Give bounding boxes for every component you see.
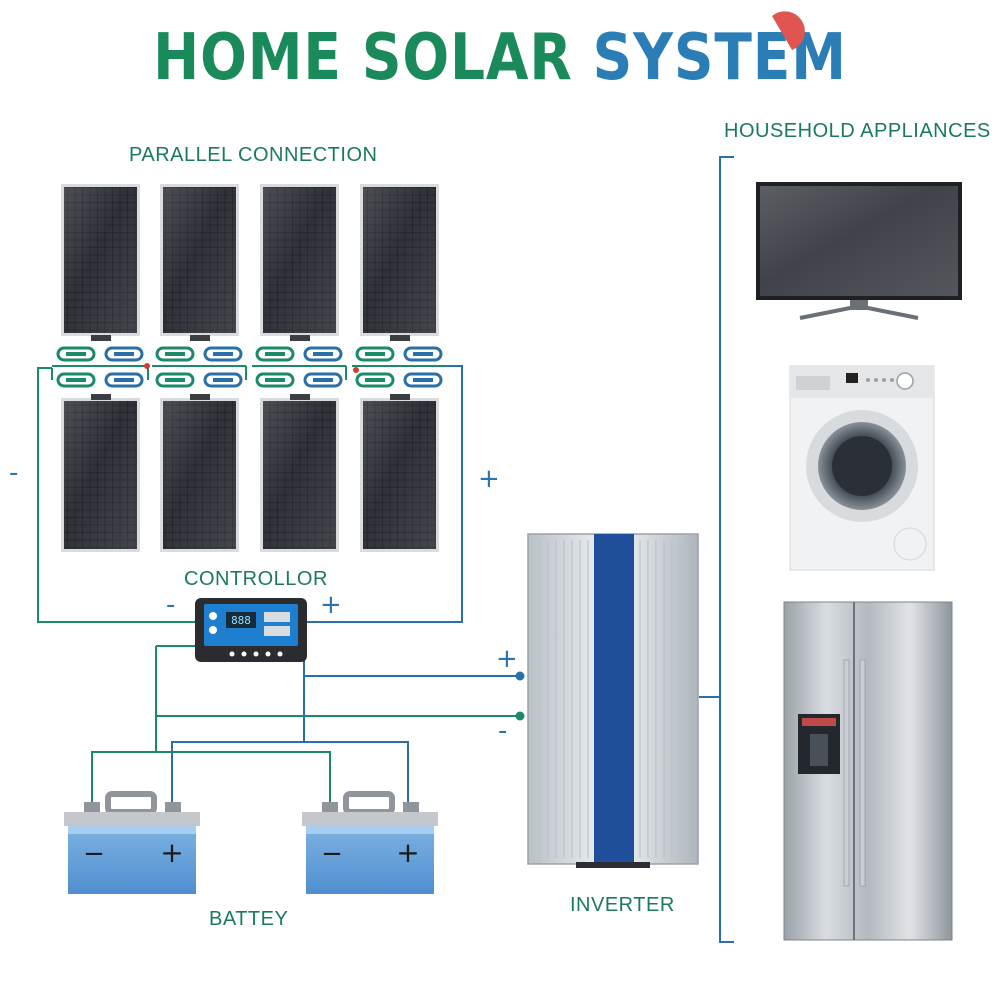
charge-controller [195,598,307,662]
inverter [527,533,699,868]
solar-panel [260,184,339,336]
page-title: HOME SOLAR SYSTEM [70,18,930,98]
refrigerator [783,601,953,941]
battery-right-minus: − [321,839,343,869]
controller-positive-sign: + [320,590,342,620]
battery-left [64,791,200,894]
title-word-solar: SOLAR [361,21,573,95]
parallel-connection-label: PARALLEL CONNECTION [129,144,378,166]
household-appliances-label: HOUSEHOLD APPLIANCES [724,120,991,142]
battery-right [302,791,438,894]
washing-machine [789,365,935,571]
solar-panel-array [61,184,439,552]
inverter-positive-terminal [515,671,525,681]
battery-right-plus: + [396,836,419,869]
battery-left-plus: + [160,836,183,869]
solar-panel [61,398,140,552]
controller-label: CONTROLLOR [184,568,328,590]
panel-connectors [56,346,443,388]
controller-display-readout: 888 [231,614,251,627]
television [756,182,962,320]
controller-negative-sign: - [166,590,176,620]
array-negative-sign: - [9,458,19,488]
brand-logo-mark [772,11,805,50]
battery-left-minus: − [83,839,105,869]
wiring [37,156,734,943]
inverter-label: INVERTER [570,894,675,916]
array-positive-sign: + [478,464,500,494]
solar-panel [360,184,439,336]
inverter-negative-sign: - [498,716,508,746]
solar-panel [260,398,339,552]
solar-panel [360,398,439,552]
inverter-negative-terminal [515,711,525,721]
title-word-home: HOME [153,21,342,95]
solar-panel [61,184,140,336]
battery-label: BATTEY [209,908,289,930]
inverter-positive-sign: + [496,644,518,674]
solar-panel [160,398,239,552]
solar-panel [160,184,239,336]
